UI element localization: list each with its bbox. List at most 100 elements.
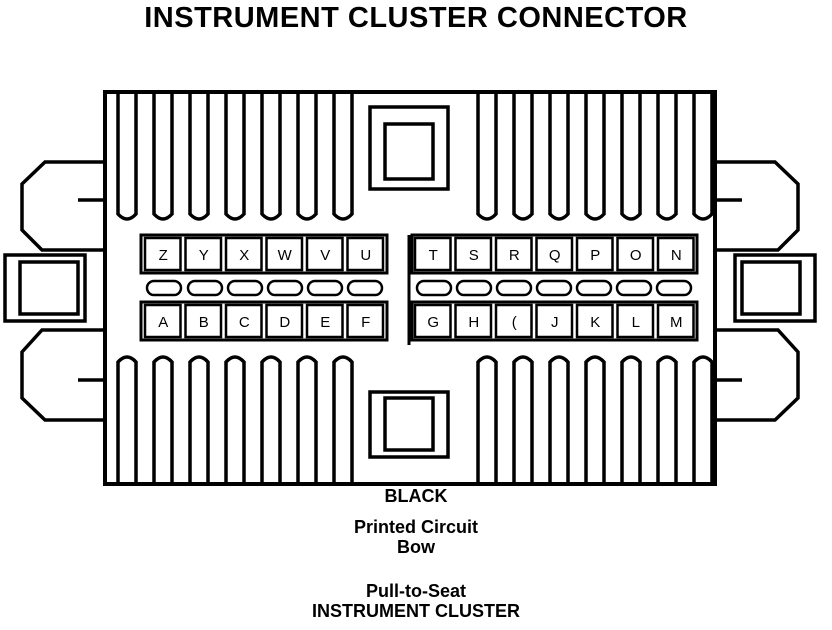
pin-cell <box>143 303 182 339</box>
pull-to-seat-line1: Pull-to-Seat <box>365 581 466 601</box>
pin-label: G <box>427 314 439 331</box>
pin-cell <box>265 236 304 272</box>
fin-slot-top <box>116 92 138 221</box>
fin-slot-bottom <box>548 355 570 484</box>
pin-label: Y <box>199 247 209 264</box>
pin-label: E <box>320 314 330 331</box>
pin-cell <box>616 236 655 272</box>
pin-cell <box>535 303 574 339</box>
fin-slot-bottom <box>152 355 174 484</box>
pin-label: R <box>509 247 520 264</box>
printed-circuit-label: Printed Circuit Bow <box>0 517 832 557</box>
contact-oval <box>535 279 573 297</box>
pin-label: V <box>320 247 330 264</box>
pin-block-top-right <box>410 233 699 275</box>
fin-slot-top <box>260 92 282 221</box>
pin-cell <box>535 236 574 272</box>
pin-label: C <box>239 314 250 331</box>
pin-label: K <box>590 314 600 331</box>
contact-oval <box>145 279 183 297</box>
pin-cell <box>575 236 614 272</box>
fin-slot-top <box>512 92 534 221</box>
pin-cell <box>143 236 182 272</box>
pin-cell <box>184 303 223 339</box>
contact-oval <box>655 279 693 297</box>
contact-oval <box>495 279 533 297</box>
fin-slot-bottom <box>224 355 246 484</box>
contact-oval <box>226 279 264 297</box>
bottom-fins <box>116 355 714 484</box>
pin-label: L <box>632 314 640 331</box>
contact-oval <box>415 279 453 297</box>
right-latch <box>715 160 817 422</box>
pin-label: M <box>670 314 683 331</box>
pin-cell <box>413 236 452 272</box>
pin-cell <box>494 236 533 272</box>
pin-cell <box>184 236 223 272</box>
pin-label: J <box>551 314 559 331</box>
pin-label: T <box>429 247 438 264</box>
pin-label: O <box>630 247 642 264</box>
pin-cell <box>575 303 614 339</box>
top-locking-tab <box>368 105 450 191</box>
fin-slot-top <box>476 92 498 221</box>
fin-slot-bottom <box>512 355 534 484</box>
pin-cell <box>224 303 263 339</box>
fin-slot-bottom <box>116 355 138 484</box>
pin-label: W <box>278 247 293 264</box>
fin-slot-bottom <box>260 355 282 484</box>
fin-slot-top <box>296 92 318 221</box>
fin-slot-bottom <box>476 355 498 484</box>
pin-cell <box>305 303 344 339</box>
pin-cell <box>346 303 385 339</box>
fin-slot-bottom <box>332 355 354 484</box>
fin-slot-bottom <box>692 355 714 484</box>
pin-cell <box>265 303 304 339</box>
pin-block-bottom-left <box>139 300 389 342</box>
fin-slot-bottom <box>584 355 606 484</box>
pin-block-bottom-right <box>410 300 699 342</box>
connector-body <box>103 90 717 486</box>
fin-slot-top <box>656 92 678 221</box>
contact-oval <box>186 279 224 297</box>
pin-cell <box>656 236 695 272</box>
fin-slot-bottom <box>188 355 210 484</box>
contact-oval <box>266 279 304 297</box>
pin-cell <box>346 236 385 272</box>
pin-label: S <box>469 247 479 264</box>
contact-oval <box>615 279 653 297</box>
fin-slot-top <box>584 92 606 221</box>
fin-slot-top <box>188 92 210 221</box>
contact-oval <box>455 279 493 297</box>
contact-oval <box>575 279 613 297</box>
pin-label: Z <box>159 247 168 264</box>
contact-oval <box>306 279 344 297</box>
pin-cell <box>224 236 263 272</box>
fin-slot-bottom <box>620 355 642 484</box>
fin-slot-top <box>332 92 354 221</box>
pull-to-seat-line2: INSTRUMENT CLUSTER <box>312 601 520 621</box>
pin-label: U <box>360 247 371 264</box>
pin-label: ( <box>512 314 517 331</box>
pin-cell <box>454 303 493 339</box>
pin-cell <box>616 303 655 339</box>
contact-oval <box>346 279 384 297</box>
pin-cell <box>413 303 452 339</box>
pin-cell <box>656 303 695 339</box>
pin-label: B <box>199 314 209 331</box>
contact-row <box>145 279 693 297</box>
pin-label: D <box>279 314 290 331</box>
pin-label: Q <box>549 247 561 264</box>
pin-label: F <box>361 314 370 331</box>
pin-label: N <box>671 247 682 264</box>
pin-cell <box>494 303 533 339</box>
pin-label: H <box>468 314 479 331</box>
pin-label: P <box>590 247 600 264</box>
pin-label: X <box>239 247 249 264</box>
left-latch <box>3 160 105 422</box>
fin-slot-top <box>548 92 570 221</box>
pin-block-top-left <box>139 233 389 275</box>
pull-to-seat-label: Pull-to-Seat INSTRUMENT CLUSTER <box>0 581 832 621</box>
